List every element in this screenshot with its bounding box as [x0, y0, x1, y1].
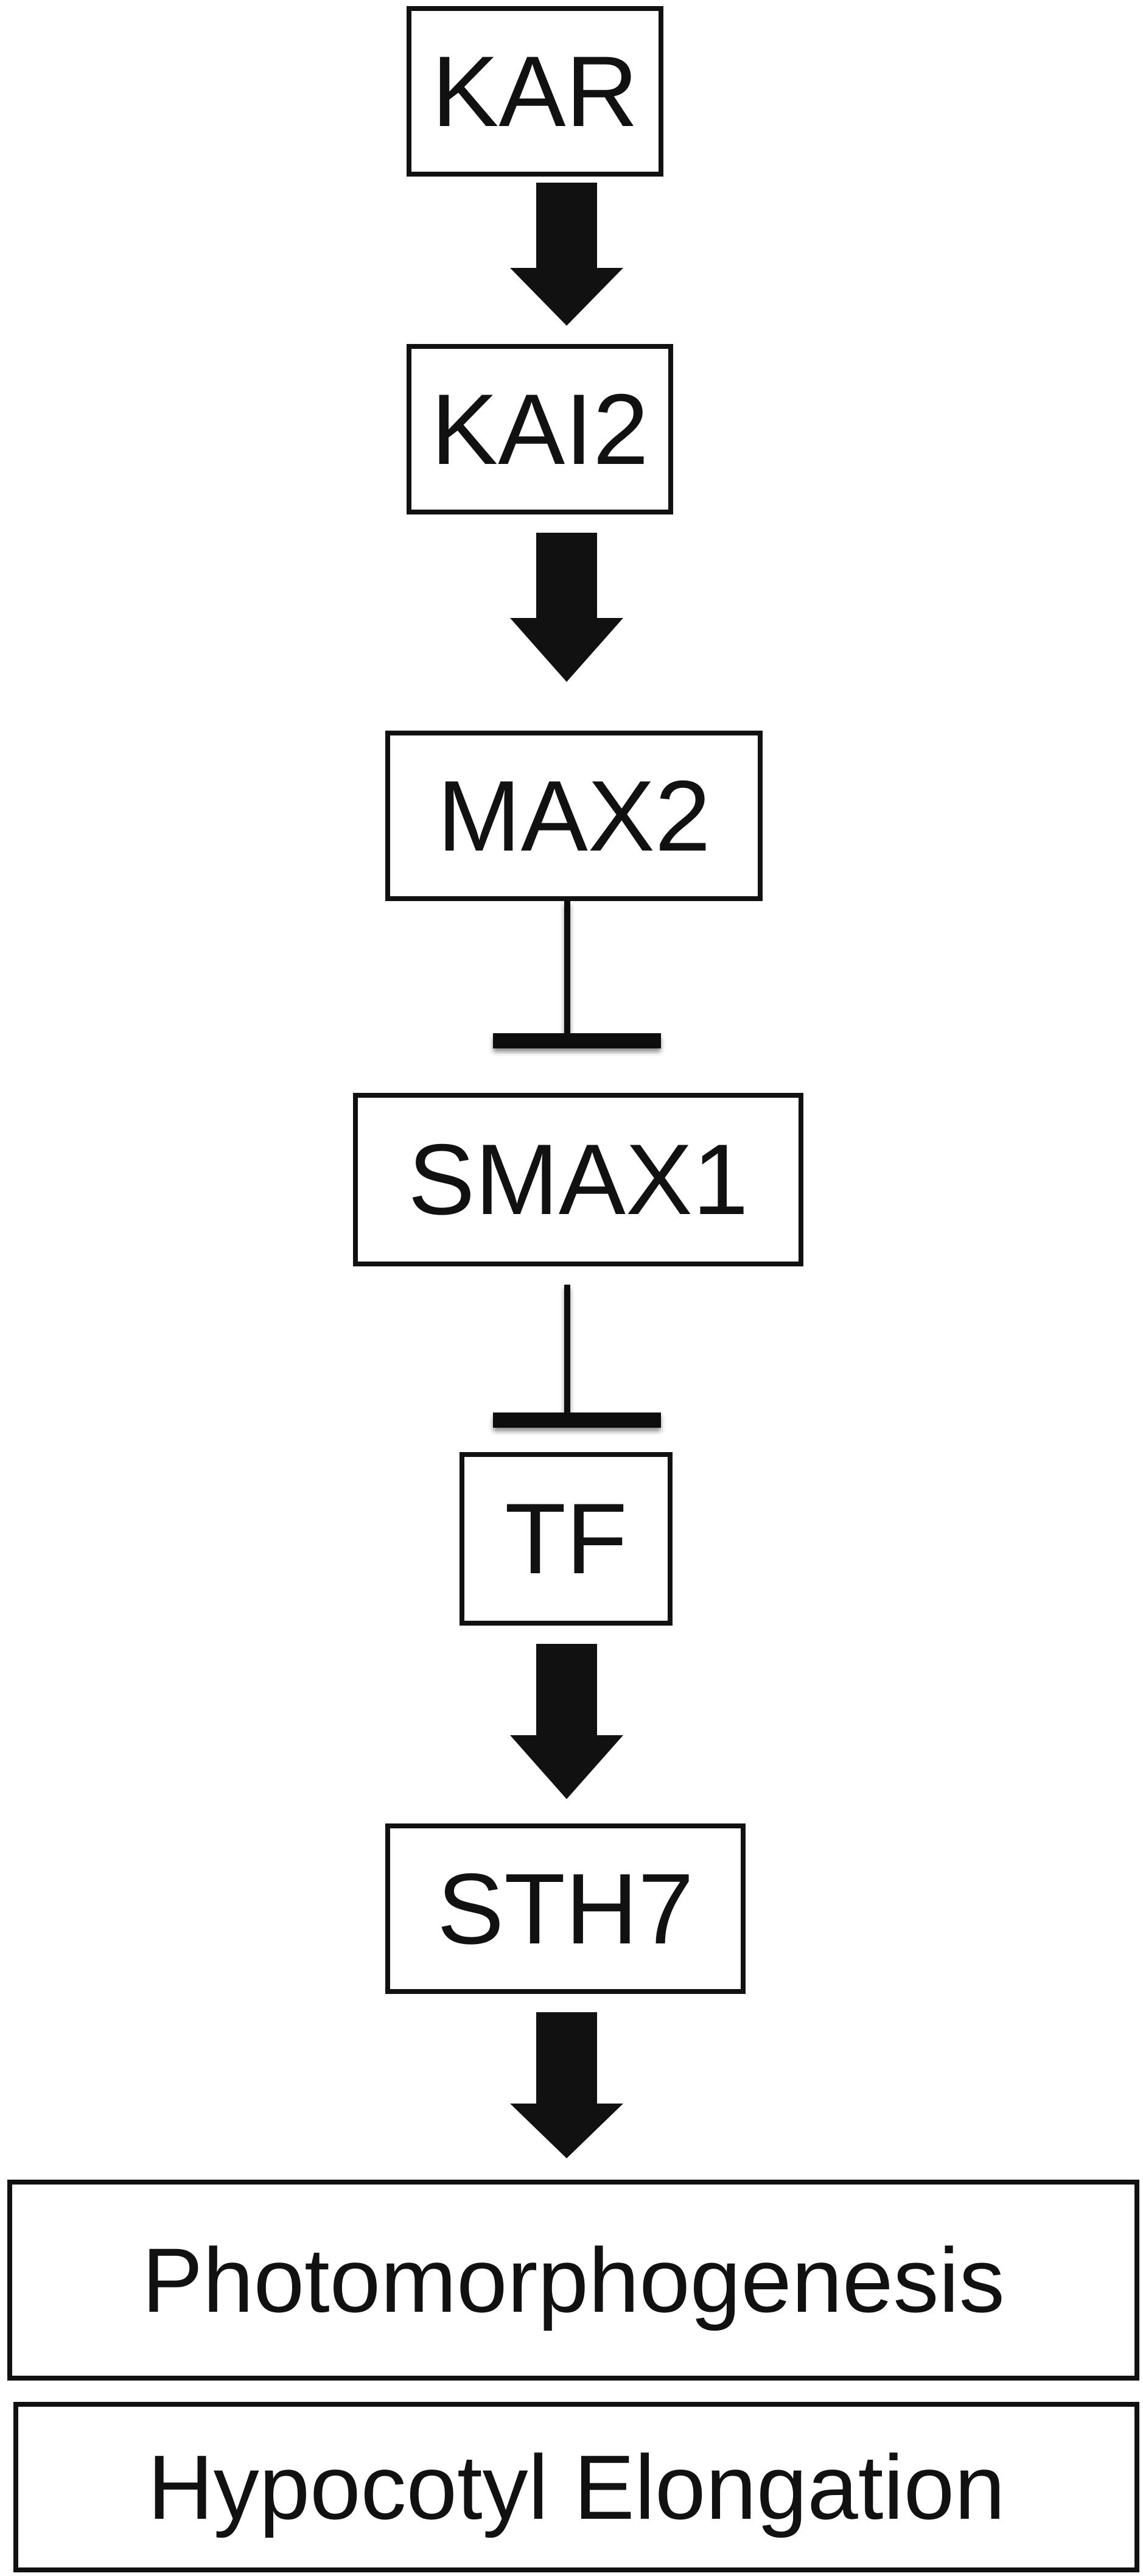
node-smax1: SMAX1: [353, 1093, 803, 1266]
arrow-shaft: [536, 1644, 597, 1735]
inhibition-stem: [564, 1285, 570, 1420]
node-sth7: STH7: [385, 1823, 746, 1994]
arrow-head: [510, 2104, 623, 2158]
inhibition-bar: [493, 1413, 661, 1428]
node-kar: KAR: [407, 6, 663, 177]
activation-arrow-kai2-max2: [510, 533, 623, 682]
node-max2-label: MAX2: [437, 759, 711, 872]
node-tf-label: TF: [505, 1483, 627, 1595]
inhibition-bar: [493, 1033, 661, 1048]
node-kai2: KAI2: [407, 344, 673, 514]
inhibition-stem: [564, 901, 570, 1041]
node-tf: TF: [460, 1452, 673, 1626]
node-kai2-label: KAI2: [431, 373, 649, 485]
arrow-head: [510, 618, 623, 682]
node-sth7-label: STH7: [437, 1852, 694, 1965]
node-kar-label: KAR: [432, 35, 638, 147]
node-photomorphogenesis-label: Photomorphogenesis: [142, 2229, 1005, 2331]
activation-arrow-sth7-photomorphogenesis: [510, 2012, 623, 2158]
node-hypocotyl-elongation: Hypocotyl Elongation: [13, 2402, 1139, 2572]
node-max2: MAX2: [385, 731, 763, 901]
arrow-shaft: [536, 2012, 597, 2104]
inhibition-bar-max2-smax1: [493, 901, 661, 1048]
node-smax1-label: SMAX1: [408, 1123, 749, 1235]
activation-arrow-kar-kai2: [510, 183, 623, 326]
node-hypocotyl-elongation-label: Hypocotyl Elongation: [147, 2436, 1005, 2538]
arrow-head: [510, 268, 623, 326]
inhibition-bar-smax1-tf: [493, 1285, 661, 1428]
arrow-shaft: [536, 533, 597, 618]
node-photomorphogenesis: Photomorphogenesis: [7, 2180, 1139, 2381]
activation-arrow-tf-sth7: [510, 1644, 623, 1799]
arrow-head: [510, 1735, 623, 1799]
arrow-shaft: [536, 183, 597, 268]
